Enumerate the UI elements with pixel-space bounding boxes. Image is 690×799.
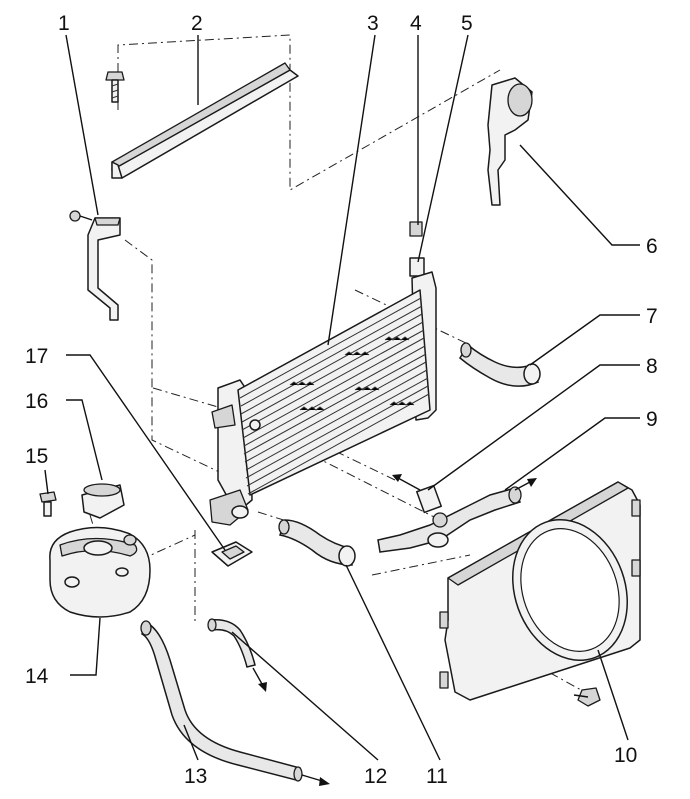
label-part-10: 10: [614, 744, 637, 767]
label-part-7: 7: [646, 305, 658, 328]
upper-coolant-hose: [459, 342, 541, 387]
label-part-2: 2: [191, 12, 203, 35]
label-part-9: 9: [646, 408, 658, 431]
expansion-tank-cap: [81, 483, 125, 519]
return-hose: [207, 618, 256, 668]
upper-mounting-rail: [111, 62, 299, 179]
rail-bolt-icon: [105, 71, 125, 103]
fin-texture: [289, 336, 415, 411]
label-part-15: 15: [25, 445, 48, 468]
label-part-13: 13: [184, 765, 207, 788]
fan-shroud: [439, 481, 641, 701]
rubber-mount-grommet: [211, 541, 253, 567]
part-number-labels: 1 2 3 4 5 6 7 8 9 10 11 12 13 14 15 16 1…: [25, 12, 658, 788]
left-side-bracket: [87, 217, 121, 321]
label-part-8: 8: [646, 355, 658, 378]
flow-arrow-left-icon: [392, 474, 421, 491]
return-flow-arrow-icon: [252, 667, 267, 692]
label-part-4: 4: [410, 12, 422, 35]
label-part-11: 11: [426, 765, 448, 788]
air-guide-duct: [487, 77, 533, 206]
retaining-clip-lower: [409, 257, 425, 277]
vent-flow-arrow-icon: [301, 774, 330, 786]
coolant-expansion-tank: [49, 526, 151, 618]
label-part-6: 6: [646, 235, 658, 258]
radiator-core: [209, 271, 437, 526]
retaining-clip-upper: [409, 221, 423, 237]
label-part-1: 1: [58, 12, 70, 35]
bracket-screw-icon: [69, 210, 93, 222]
tank-screw-icon: [39, 491, 57, 517]
label-part-16: 16: [25, 390, 48, 413]
coolant-pipe-assembly: [377, 484, 522, 553]
label-part-5: 5: [461, 12, 473, 35]
shroud-bolt-icon: [573, 687, 601, 707]
label-part-3: 3: [367, 12, 379, 35]
leader-lines: [44, 34, 640, 761]
label-part-12: 12: [364, 765, 387, 788]
flow-arrow-right-icon: [514, 478, 537, 491]
radiator-fins: [239, 297, 430, 495]
vent-hose: [140, 620, 303, 782]
lower-coolant-hose: [278, 519, 356, 567]
label-part-14: 14: [25, 665, 49, 688]
label-part-17: 17: [25, 345, 48, 368]
